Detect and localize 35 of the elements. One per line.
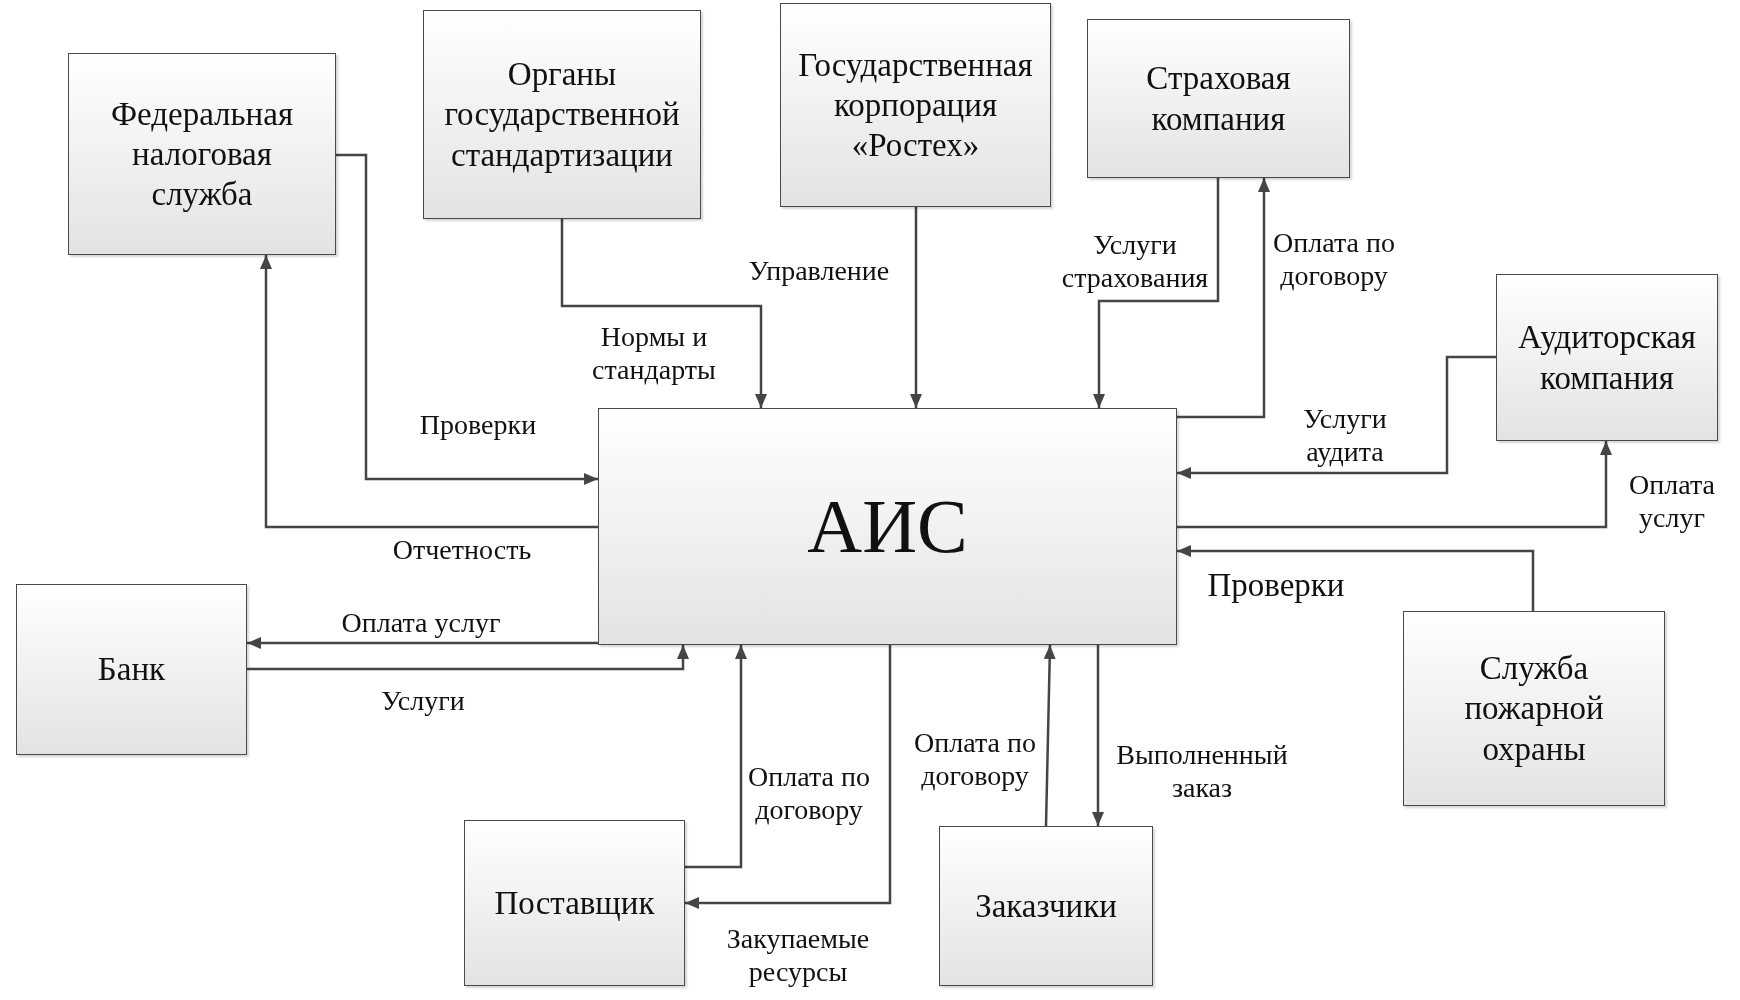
arrow bbox=[247, 637, 598, 649]
entity-box bbox=[423, 10, 701, 219]
entity-label: Государственная корпорация «Ростех» bbox=[797, 45, 1034, 166]
entity-box bbox=[1496, 274, 1718, 441]
arrow bbox=[1177, 355, 1496, 479]
arrow bbox=[560, 219, 767, 408]
arrow bbox=[1177, 441, 1612, 529]
entity-label: Федеральная налоговая служба bbox=[109, 94, 295, 215]
arrow bbox=[685, 645, 747, 869]
arrow bbox=[247, 645, 689, 671]
entity-box bbox=[1087, 19, 1350, 178]
arrow bbox=[1043, 644, 1056, 827]
entity-label: Банк bbox=[96, 650, 167, 690]
entity-box bbox=[16, 584, 247, 755]
entity-box bbox=[780, 3, 1051, 207]
entity-box bbox=[939, 826, 1153, 986]
arrow bbox=[910, 207, 922, 408]
system-box bbox=[598, 408, 1177, 645]
arrow bbox=[1177, 545, 1535, 611]
arrow bbox=[1092, 645, 1104, 826]
entity-label: Заказчики bbox=[974, 886, 1118, 926]
entity-box bbox=[1403, 611, 1665, 806]
entity-label: Страховая компания bbox=[1145, 59, 1292, 139]
entity-label: Служба пожарной охраны bbox=[1463, 649, 1605, 769]
system-label: АИС bbox=[806, 484, 969, 569]
arrow bbox=[1177, 178, 1270, 419]
entity-box bbox=[464, 820, 685, 986]
entity-label: Органы государственной стандартизации bbox=[443, 55, 681, 175]
entity-box bbox=[68, 53, 336, 255]
arrow bbox=[336, 153, 598, 485]
entity-label: Поставщик bbox=[493, 883, 656, 923]
arrow bbox=[685, 645, 892, 909]
arrow bbox=[1093, 178, 1220, 408]
entity-label: Аудиторская компания bbox=[1516, 318, 1698, 398]
arrow bbox=[260, 255, 598, 529]
